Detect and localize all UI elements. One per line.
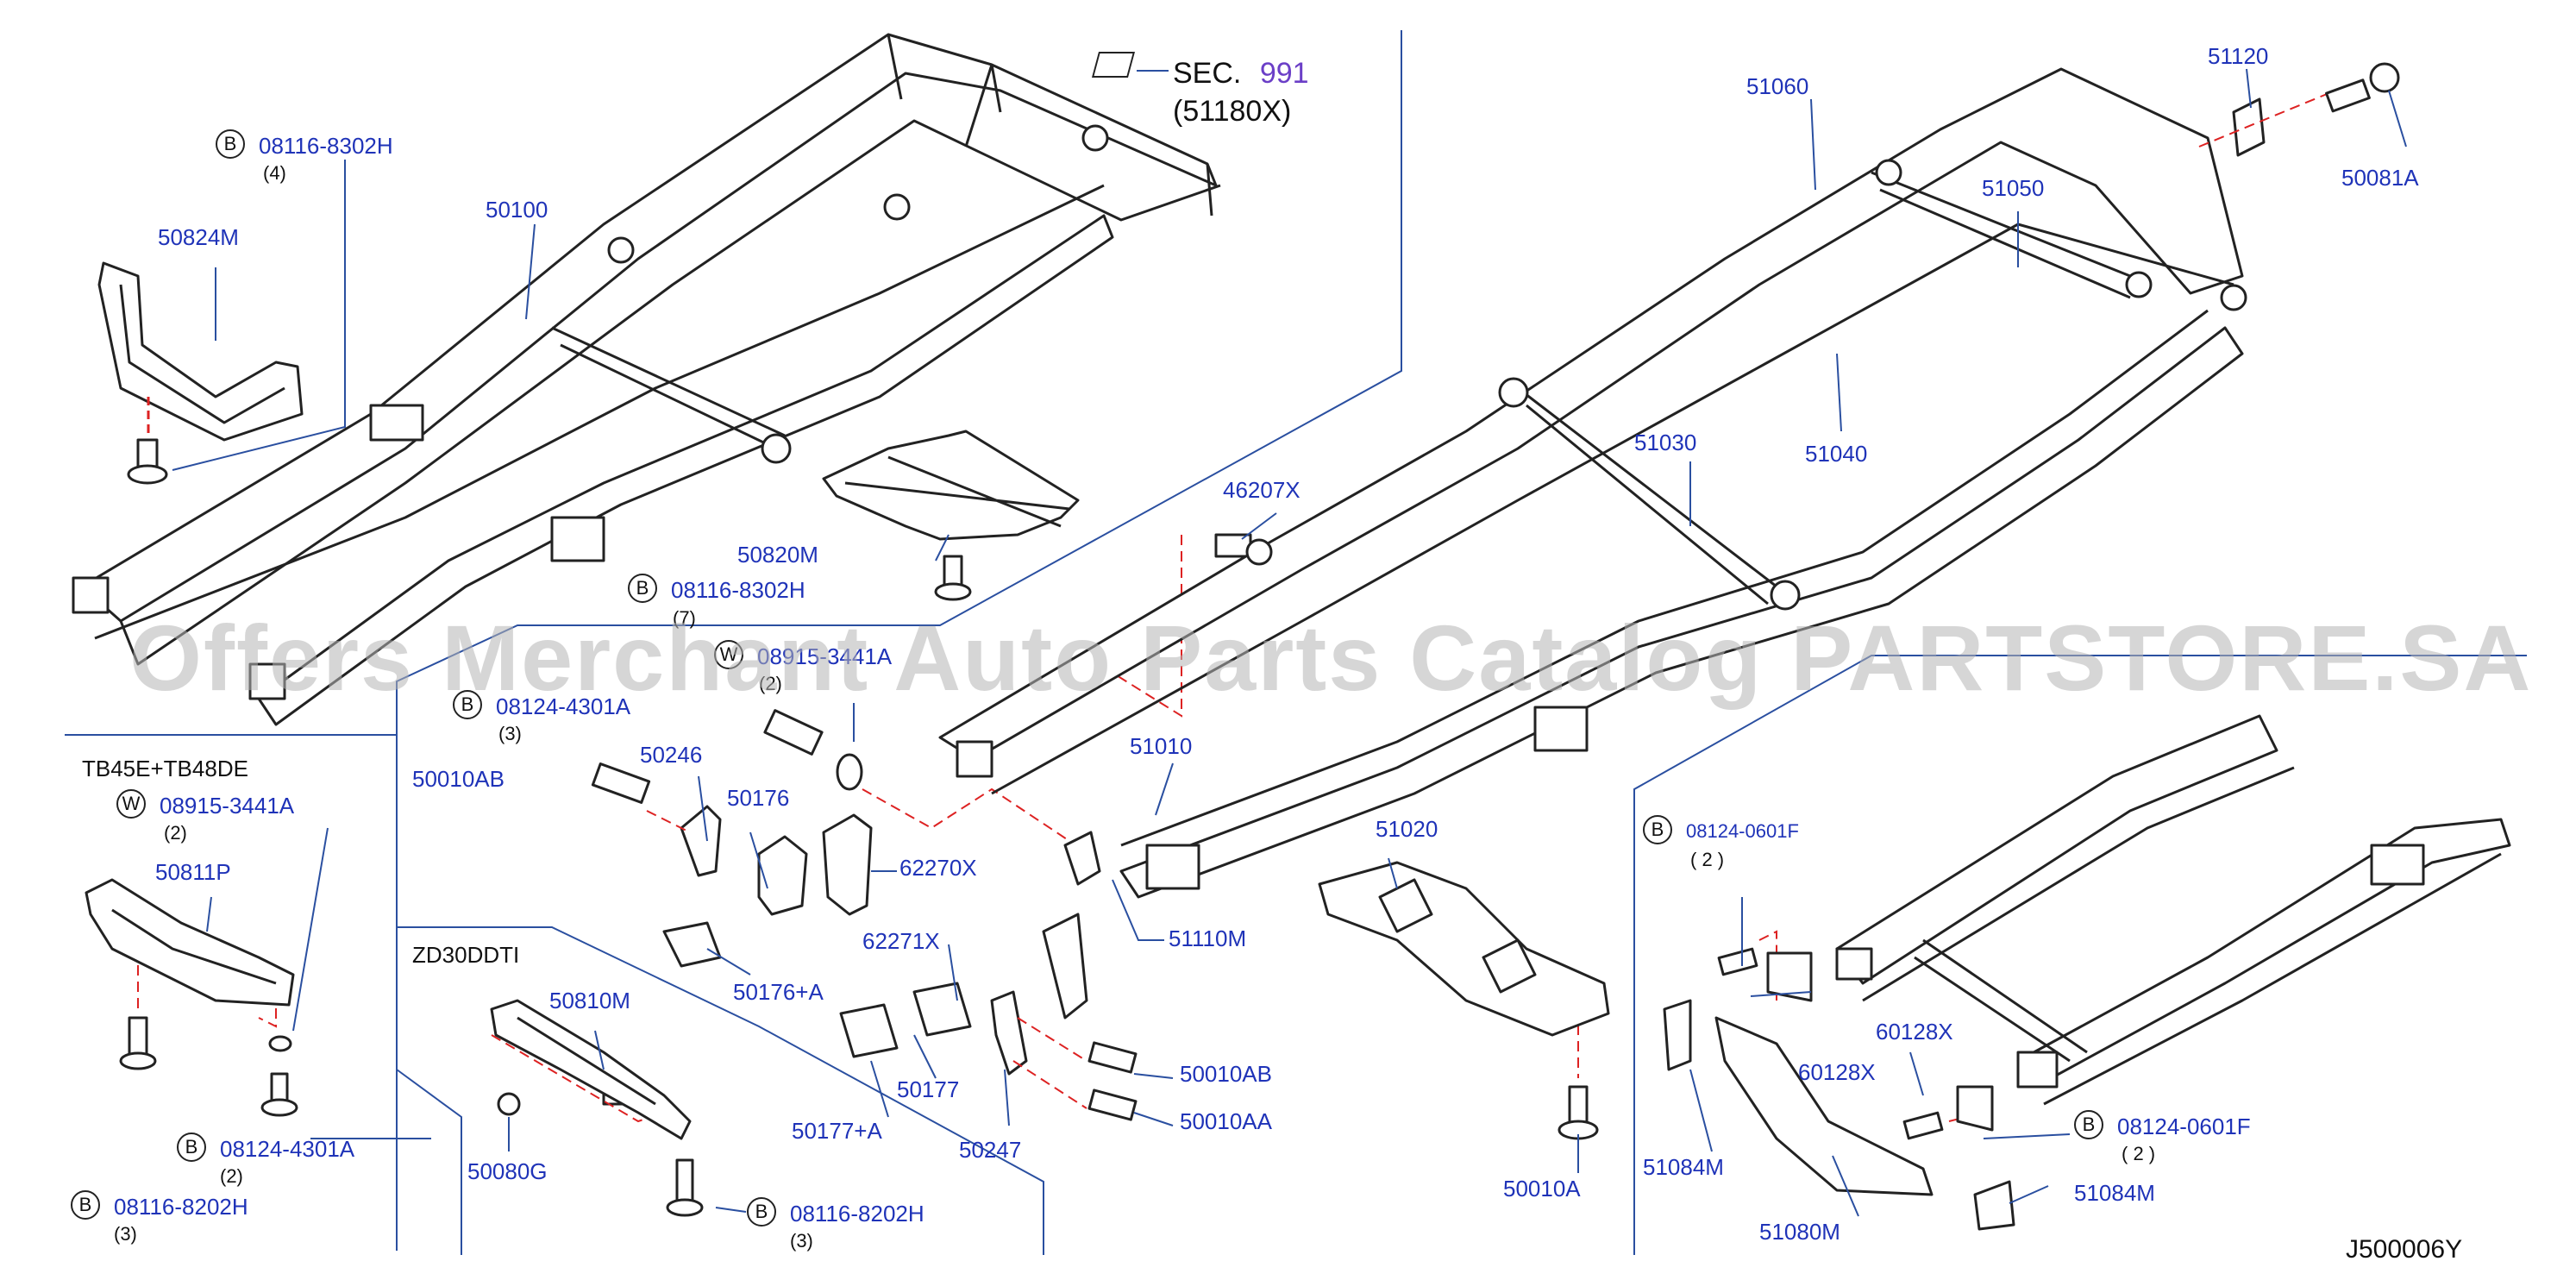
- plate-50820M-drawing: [822, 430, 1080, 601]
- part-label-50247[interactable]: 50247: [959, 1137, 1022, 1163]
- fastener-part-08116-8202H[interactable]: 08116-8202H: [790, 1201, 924, 1227]
- part-label-51110M[interactable]: 51110M: [1169, 925, 1247, 951]
- fastener-qty: (2): [759, 673, 782, 694]
- fastener-qty: (3): [114, 1223, 137, 1245]
- part-label-51050[interactable]: 51050: [1982, 175, 2045, 201]
- part-label-51030[interactable]: 51030: [1634, 430, 1697, 455]
- fastener-part-08116-8302H[interactable]: 08116-8302H: [671, 577, 805, 603]
- section-ref: (51180X): [1173, 95, 1292, 128]
- fastener-part-08124-4301A[interactable]: 08124-4301A: [220, 1136, 355, 1162]
- fastener-qty: (7): [673, 607, 696, 629]
- bracket-50824M-drawing: [97, 261, 304, 485]
- crossmember-51020-drawing: [1318, 861, 1610, 1140]
- region-line-zd30: [397, 926, 1044, 1255]
- diagram-code: J500006Y: [2346, 1235, 2463, 1264]
- part-label-50177[interactable]: 50177: [897, 1076, 960, 1102]
- bolt-icon: B: [71, 1190, 100, 1220]
- frame-assembly-left: [72, 33, 1221, 726]
- bolt-icon: B: [453, 690, 482, 719]
- section-label: SEC. 991: [1173, 59, 1309, 88]
- section-prefix: SEC.: [1173, 57, 1242, 90]
- part-label-50177-a[interactable]: 50177+A: [792, 1118, 882, 1144]
- bolt-icon: B: [1643, 815, 1672, 844]
- bolt-icon: B: [177, 1133, 206, 1162]
- part-label-51084M[interactable]: 51084M: [1643, 1154, 1724, 1180]
- part-label-50811P[interactable]: 50811P: [155, 859, 231, 885]
- frame-assembly-main: [938, 67, 2247, 899]
- fastener-qty: (3): [790, 1230, 813, 1252]
- washer-icon: W: [714, 640, 743, 669]
- bracket-50810M-drawing: [490, 999, 704, 1217]
- part-label-60128X[interactable]: 60128X: [1876, 1019, 1953, 1045]
- part-label-62270X[interactable]: 62270X: [899, 855, 977, 881]
- part-label-50010A[interactable]: 50010A: [1503, 1176, 1581, 1202]
- part-label-50176-a[interactable]: 50176+A: [733, 979, 824, 1005]
- part-label-51120[interactable]: 51120: [2208, 43, 2269, 69]
- part-label-46207X[interactable]: 46207X: [1223, 477, 1301, 503]
- part-label-50081A[interactable]: 50081A: [2341, 165, 2419, 191]
- fastener-qty: ( 2 ): [1690, 849, 1725, 870]
- fastener-part-08124-0601F[interactable]: 08124-0601F: [1686, 820, 1799, 842]
- part-label-50010AB[interactable]: 50010AB: [1180, 1061, 1272, 1087]
- bolt-icon: B: [628, 574, 657, 603]
- part-label-51084M[interactable]: 51084M: [2074, 1180, 2155, 1206]
- part-label-50810M[interactable]: 50810M: [549, 988, 630, 1013]
- fastener-qty: (3): [498, 723, 522, 744]
- leader-lines: [172, 68, 2407, 1217]
- variant-label-zd30: ZD30DDTI: [412, 942, 520, 968]
- part-label-50010AA[interactable]: 50010AA: [1180, 1108, 1272, 1134]
- part-label-51040[interactable]: 51040: [1805, 441, 1868, 467]
- part-label-62271X[interactable]: 62271X: [862, 928, 940, 954]
- fastener-qty: (2): [220, 1165, 243, 1187]
- part-label-51020[interactable]: 51020: [1376, 816, 1438, 842]
- fastener-qty: (4): [263, 162, 286, 184]
- part-label-51060[interactable]: 51060: [1746, 73, 1809, 99]
- hook-51120-drawing: [2198, 62, 2400, 157]
- fastener-part-08116-8202H[interactable]: 08116-8202H: [114, 1194, 248, 1220]
- part-label-50010AB[interactable]: 50010AB: [412, 766, 505, 792]
- part-label-50824M[interactable]: 50824M: [158, 224, 239, 250]
- part-label-50246[interactable]: 50246: [640, 742, 703, 768]
- bolt-icon: B: [216, 129, 245, 159]
- bracket-50811P-drawing: [85, 878, 298, 1117]
- frame-rear-partial-drawing: [1663, 714, 2511, 1231]
- fastener-qty: ( 2 ): [2122, 1143, 2156, 1164]
- part-label-50080G[interactable]: 50080G: [467, 1158, 548, 1184]
- region-line-right: [1633, 655, 2527, 1255]
- part-label-50176[interactable]: 50176: [727, 785, 790, 811]
- section-number-link[interactable]: 991: [1259, 57, 1309, 90]
- part-label-60128X[interactable]: 60128X: [1798, 1059, 1876, 1085]
- part-label-50100[interactable]: 50100: [486, 197, 548, 223]
- fastener-part-08124-4301A[interactable]: 08124-4301A: [496, 693, 631, 719]
- variant-label-tb45e: TB45E+TB48DE: [82, 756, 248, 781]
- fastener-part-08915-3441A[interactable]: 08915-3441A: [160, 793, 295, 819]
- part-label-51010[interactable]: 51010: [1130, 733, 1193, 759]
- bolt-icon: B: [2074, 1110, 2103, 1139]
- watermark-text: Offers Merchant Auto Parts Catalog PARTS…: [129, 605, 2533, 710]
- region-line-zd30-left: [396, 1069, 462, 1255]
- fastener-qty: (2): [164, 822, 187, 844]
- fastener-part-08116-8302H[interactable]: 08116-8302H: [259, 133, 393, 159]
- part-label-51080M[interactable]: 51080M: [1759, 1219, 1840, 1245]
- region-line-main: [396, 30, 1402, 1251]
- bolt-icon: B: [747, 1197, 776, 1227]
- center-parts-drawing: [591, 533, 1252, 1121]
- part-label-50820M[interactable]: 50820M: [737, 542, 818, 568]
- fastener-part-08915-3441A[interactable]: 08915-3441A: [757, 643, 893, 669]
- washer-icon: W: [116, 789, 146, 819]
- fastener-part-08124-0601F[interactable]: 08124-0601F: [2117, 1114, 2251, 1139]
- section-tag-icon: [1091, 52, 1136, 78]
